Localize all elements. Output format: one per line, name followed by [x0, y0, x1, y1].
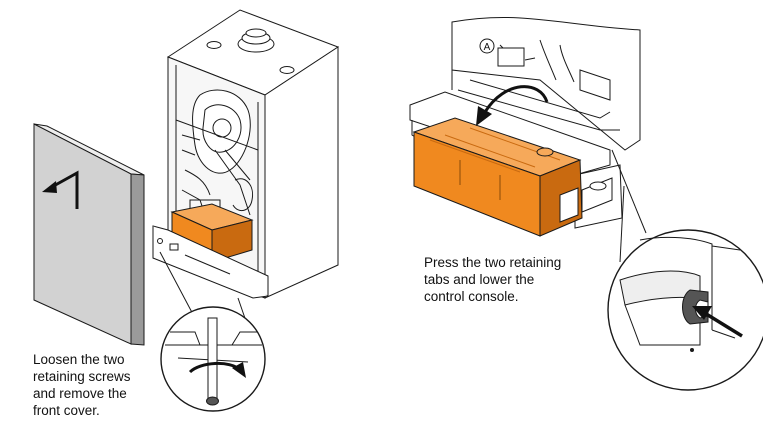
rotation-arrow-icon — [188, 362, 246, 378]
caption-line: Loosen the two — [33, 352, 125, 367]
screw-detail-magnifier — [160, 306, 266, 412]
callout-a-marker: A — [479, 38, 495, 54]
caption-line: retaining screws — [33, 369, 131, 384]
boiler-interior-view — [451, 16, 641, 151]
arrow-icon — [42, 170, 79, 209]
caption-lower-control-console: Press the two retaining tabs and lower t… — [424, 254, 561, 305]
push-arrow-icon — [692, 306, 743, 338]
tab-detail-magnifier — [607, 229, 763, 391]
control-console-large — [412, 117, 583, 237]
front-cover-panel — [33, 123, 145, 346]
console-housing — [152, 225, 269, 299]
caption-line: front cover. — [33, 403, 100, 418]
caption-line: Press the two retaining — [424, 255, 562, 270]
caption-line: tabs and lower the — [424, 272, 535, 287]
caption-line: control console. — [424, 289, 519, 304]
caption-line: and remove the — [33, 386, 127, 401]
console-bracket — [559, 177, 613, 223]
screwdriver-icon — [206, 317, 219, 406]
curved-arrow-icon — [476, 85, 549, 126]
callout-lines-right — [611, 149, 647, 263]
caption-remove-front-cover: Loosen the two retaining screws and remo… — [33, 351, 131, 419]
callout-a-label: A — [484, 42, 491, 53]
